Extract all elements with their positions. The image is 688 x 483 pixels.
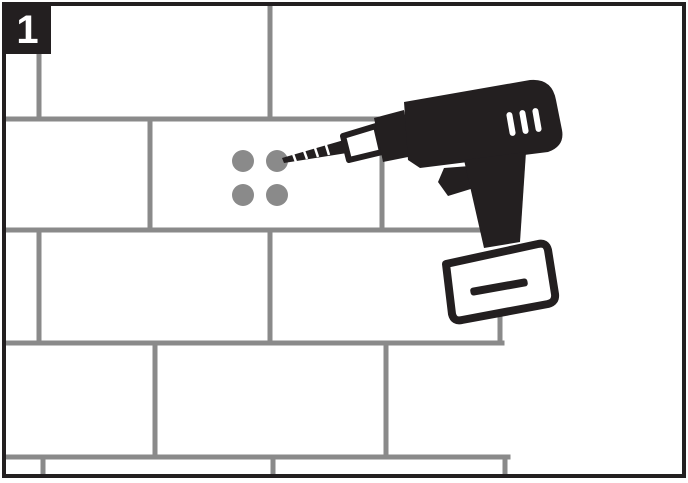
- drill-battery: [446, 244, 555, 321]
- drill-hole-marker: [232, 184, 254, 206]
- brick-wall: [7, 8, 508, 476]
- drill-bit: [282, 140, 347, 163]
- drill-handle: [464, 152, 526, 248]
- drill-hole-markers: [232, 150, 288, 206]
- drill-icon: [282, 80, 562, 321]
- step-number-badge: 1: [4, 6, 51, 54]
- drill-hole-marker: [266, 184, 288, 206]
- panel-frame: [4, 4, 684, 476]
- drill-chuck: [343, 126, 382, 160]
- drill-hole-marker: [232, 150, 254, 172]
